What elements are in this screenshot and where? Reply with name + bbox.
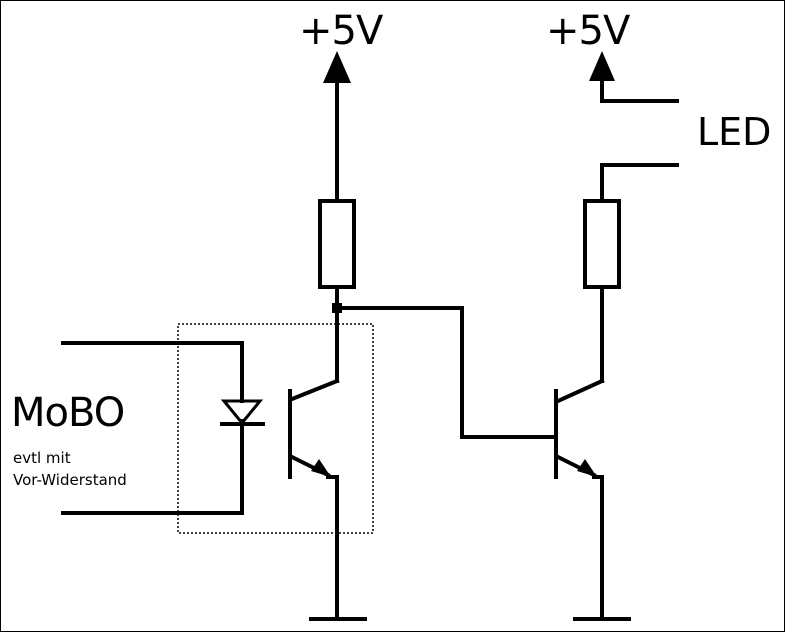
npn-collector-lead: [555, 378, 605, 404]
mobo-input-top-wire: [61, 341, 244, 403]
led-anode-wire: [600, 77, 679, 103]
mobo-input-bottom-wire: [61, 419, 244, 515]
note-line2: Vor-Widerstand: [13, 471, 127, 489]
supply-left-label: +5V: [299, 8, 383, 54]
led-cathode-wire: [600, 163, 679, 201]
mobo-label: MoBO: [11, 390, 125, 436]
led-label: LED: [697, 110, 772, 154]
junction-dot: [332, 303, 342, 313]
led-resistor: [583, 199, 621, 289]
base-drive-wire: [335, 306, 556, 439]
opto-collector-lead: [289, 378, 340, 402]
optocoupler-outline: [177, 323, 374, 534]
led-diode-triangle: [220, 399, 264, 426]
npn-emitter-arrow: [577, 459, 597, 477]
note-line1: evtl mit: [13, 449, 71, 467]
pullup-resistor: [318, 199, 356, 289]
supply-right-arrow: [589, 51, 615, 81]
opto-emitter-arrow: [311, 459, 331, 477]
supply-right-label: +5V: [546, 8, 630, 54]
supply-left-arrow: [323, 51, 351, 83]
